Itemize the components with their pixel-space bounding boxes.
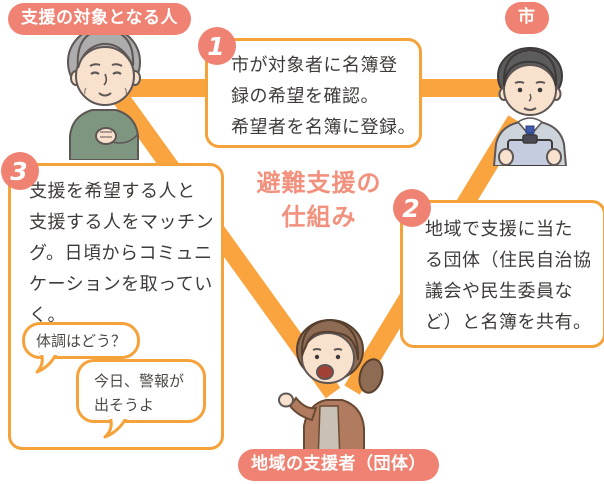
speech-bubble-text: 体調はどう？ (35, 332, 126, 350)
step-1-box: 1 市が対象者に名簿登 録の希望を確認。 希望者を名簿に登録。 (198, 27, 422, 148)
step-1-number-badge: 1 (198, 27, 236, 65)
speech-bubble-health-check: 体調はどう？ (22, 322, 140, 374)
dark-hair (502, 48, 558, 87)
step-1-text-line: 市が対象者に名簿登 (231, 55, 398, 76)
speech-bubble-warning: 今日、警報が 出そうよ (76, 359, 206, 439)
step-3-text-line: ケーションを取ってい (29, 274, 213, 295)
step-2-number-badge: 2 (393, 189, 431, 227)
step-3-text-line: グ。日頃からコミュニ (29, 243, 213, 264)
badge-city: 市 (505, 2, 549, 34)
step-2-text-line: 議会や民生委員な (425, 281, 573, 302)
brown-hair (300, 318, 360, 361)
city-official-with-clipboard-illustration (492, 47, 568, 166)
ponytail (358, 358, 384, 394)
inner-top (317, 405, 341, 462)
speech-bubble-text-line: 出そうよ (94, 396, 155, 414)
diagram-title-line2: 仕組み (281, 202, 357, 231)
step-2-text-line: 地域で支援に当た (425, 219, 573, 240)
badge-local-supporter: 地域の支援者（団体） (238, 449, 439, 481)
step-3-text-line: 支援を希望する人と (29, 181, 196, 202)
step-2-text-line: る団体（住民自治協 (425, 250, 592, 271)
speech-bubble-tail (35, 352, 59, 374)
diagram-title-line1: 避難支援の (256, 169, 382, 197)
step-3-text-line: 支援する人をマッチン (29, 212, 214, 233)
hand (278, 392, 294, 408)
step-2-text-line: ど）と名簿を共有。 (425, 312, 592, 333)
diagram-title: 避難支援の 仕組み (233, 167, 405, 234)
step-1-text: 市が対象者に名簿登 録の希望を確認。 希望者を名簿に登録。 (208, 41, 419, 143)
step-3-number-badge: 3 (1, 152, 39, 190)
step-2-text: 地域で支援に当た る団体（住民自治協 議会や民生委員な ど）と名簿を共有。 (403, 203, 603, 338)
step-1-text-line: 録の希望を確認。 (231, 86, 379, 107)
step-2-box: 2 地域で支援に当た る団体（住民自治協 議会や民生委員な ど）と名簿を共有。 (393, 189, 604, 348)
elderly-man-illustration (67, 26, 141, 160)
clipboard (507, 139, 553, 166)
speech-bubble-tail (103, 416, 129, 439)
badge-support-target: 支援の対象となる人 (8, 3, 191, 35)
speech-bubble-text-line: 今日、警報が (94, 372, 185, 390)
raised-arm (288, 396, 318, 422)
woman-supporter-illustration (278, 318, 384, 462)
step-3-text-line: く。 (29, 305, 66, 326)
open-mouth (316, 364, 334, 380)
step-3-text: 支援を希望する人と 支援する人をマッチン グ。日頃からコミュニ ケーションを取っ… (11, 166, 221, 331)
step-1-text-line: 希望者を名簿に登録。 (231, 117, 416, 138)
